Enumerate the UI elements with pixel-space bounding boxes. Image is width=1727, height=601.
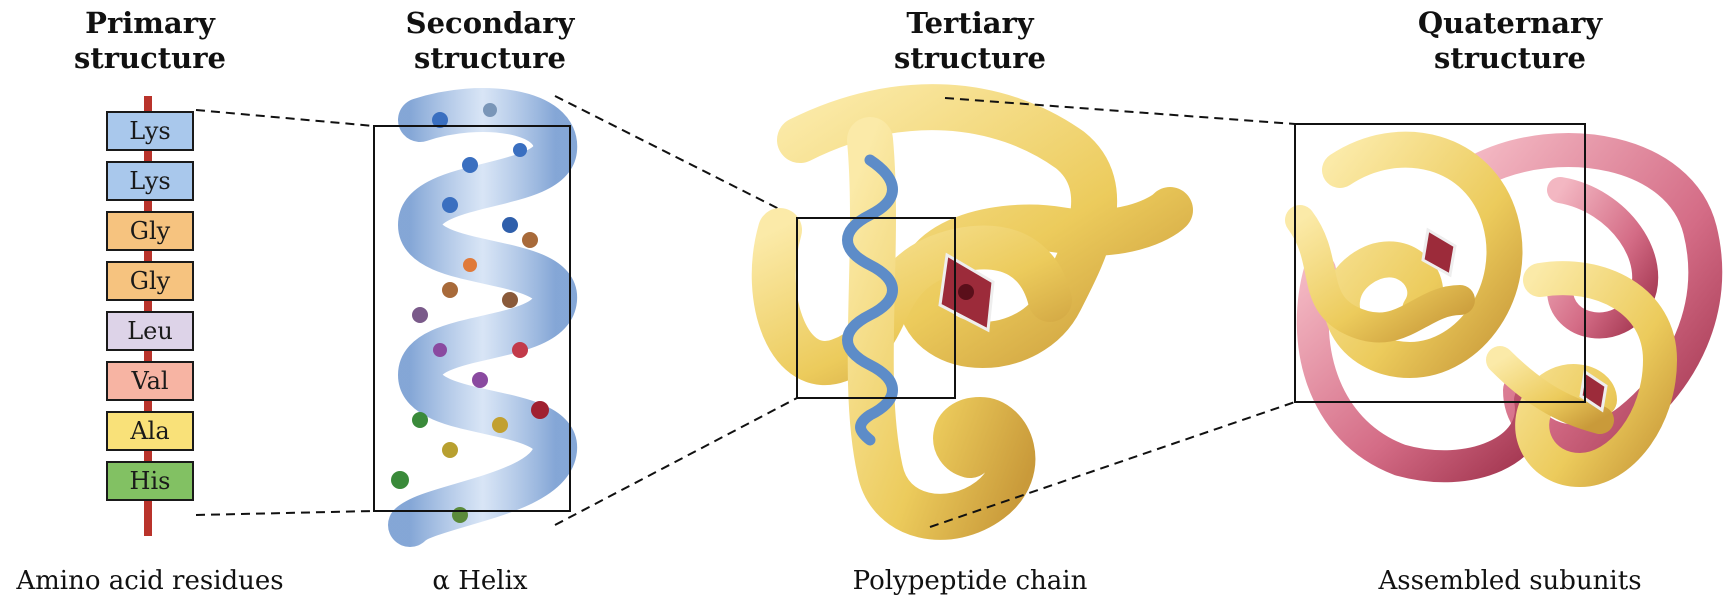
zoom-lines-primary-secondary xyxy=(196,110,374,515)
caption-primary: Amino acid residues xyxy=(0,566,300,596)
alpha-helix-illustration xyxy=(374,103,570,525)
caption-tertiary: Polypeptide chain xyxy=(830,566,1110,596)
assembled-subunits-illustration xyxy=(1295,124,1705,470)
caption-secondary: α Helix xyxy=(380,566,580,596)
polypeptide-chain-illustration xyxy=(774,107,1170,517)
caption-quaternary: Assembled subunits xyxy=(1360,566,1660,596)
